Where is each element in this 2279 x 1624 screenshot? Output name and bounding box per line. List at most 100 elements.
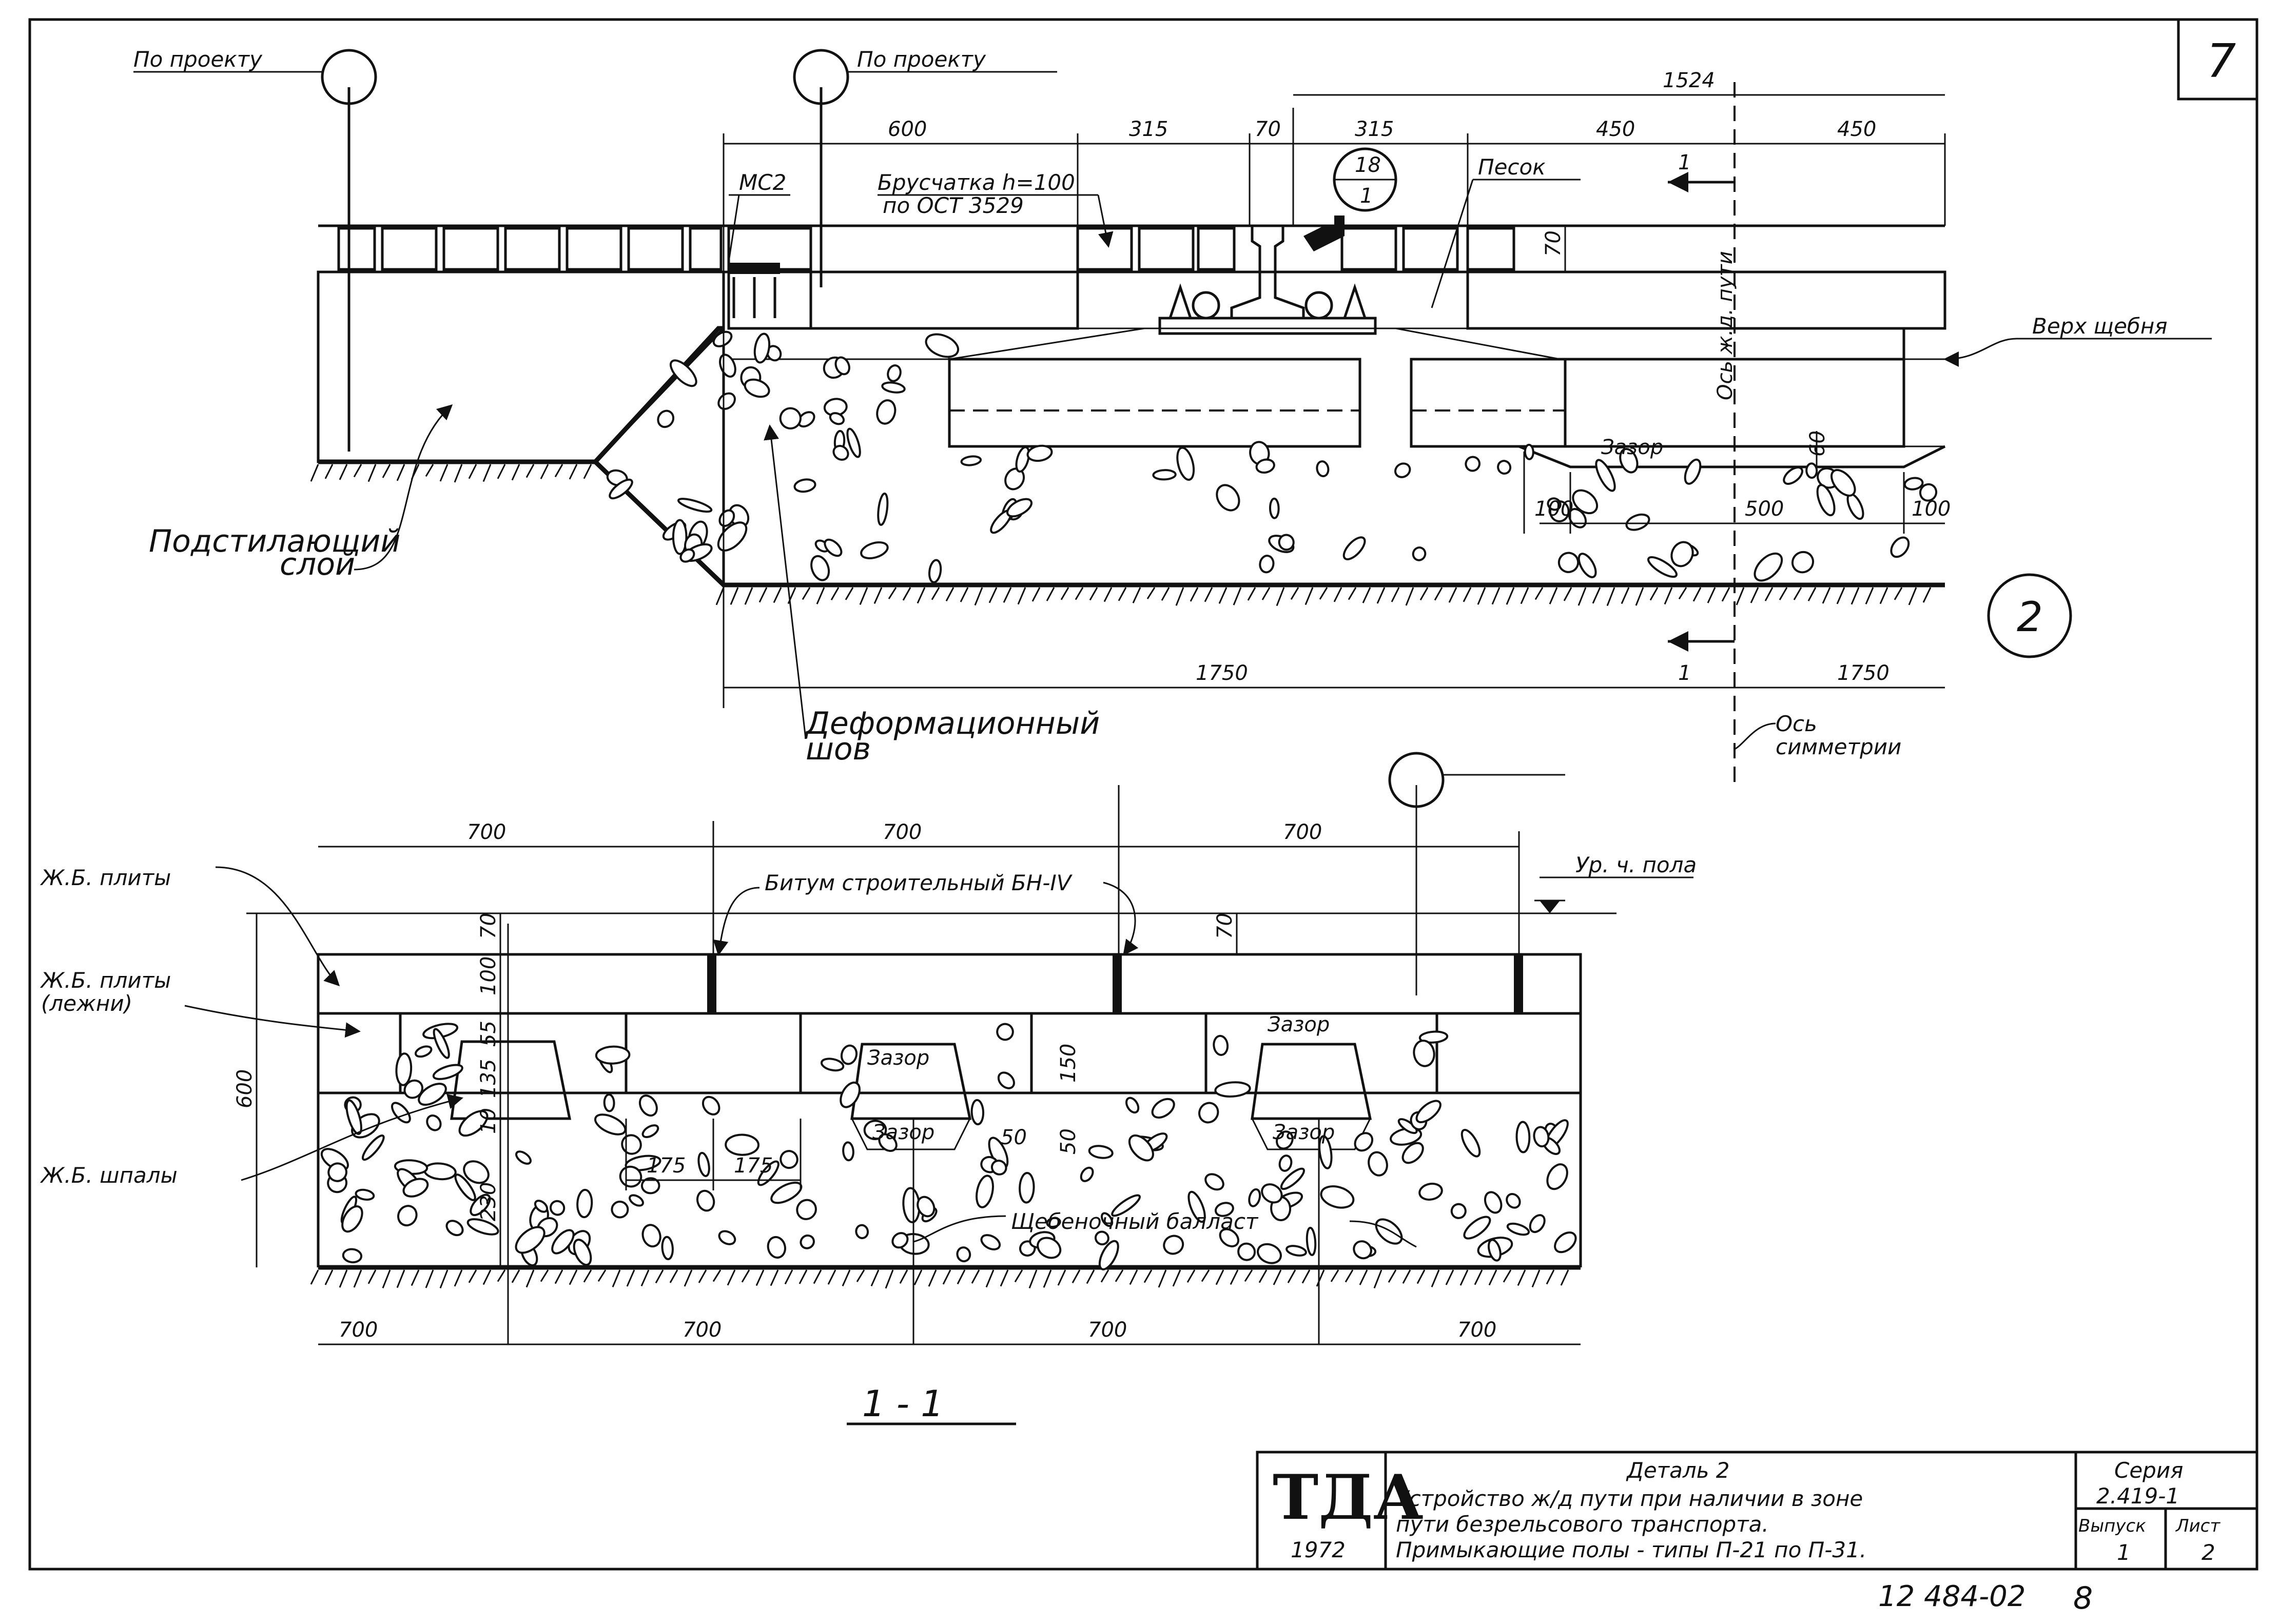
hatch-mark (842, 1269, 851, 1286)
hatch-mark (1793, 587, 1802, 600)
stone (576, 1188, 593, 1219)
stone (1546, 1163, 1568, 1190)
hatch-mark (1592, 587, 1601, 604)
hatch-mark (1244, 1269, 1253, 1282)
dim-bot-700-3: 700 (1088, 1318, 1127, 1342)
stone (1037, 1237, 1062, 1259)
hatch-mark (1103, 587, 1113, 602)
stone (1903, 477, 1924, 491)
hatch-mark (727, 1269, 736, 1286)
label-zazor-s1: Зазор (867, 1046, 929, 1070)
stone (454, 1173, 476, 1201)
dim-600: 600 (888, 118, 927, 141)
hatch-mark (1089, 587, 1098, 601)
stone (463, 1160, 490, 1184)
stone (1198, 1102, 1219, 1124)
dim-70a: 70 (1255, 118, 1281, 141)
hatch-mark (1359, 1269, 1368, 1285)
stone (697, 1151, 710, 1177)
hatch-mark (1233, 587, 1242, 605)
stone (1280, 1167, 1305, 1190)
series-value: 2.419-1 (2096, 1483, 2179, 1509)
hatch-mark (1072, 1269, 1081, 1283)
dim-70-right: 70 (1213, 913, 1237, 939)
hatch-mark (382, 464, 391, 478)
stone (824, 538, 843, 557)
hatch-mark (583, 1269, 592, 1283)
hatch-mark (1028, 1269, 1038, 1289)
hatch-mark (1376, 587, 1386, 604)
stone (1524, 443, 1534, 460)
hatch-mark (1057, 1269, 1066, 1286)
hatch-mark (1445, 1269, 1454, 1285)
hatch-mark (353, 464, 362, 478)
hatch-mark (1707, 587, 1716, 603)
label-zhb-shpaly: Ж.Б. шпалы (40, 1163, 178, 1188)
hatch-mark (554, 1269, 563, 1284)
hatch-mark (1261, 587, 1271, 600)
stone (1375, 1218, 1403, 1245)
stone (679, 548, 695, 563)
stone (661, 1236, 674, 1260)
dim-600: 600 (233, 1069, 257, 1108)
dim-70-left: 70 (477, 913, 500, 939)
stone (672, 519, 688, 555)
stone (1163, 1235, 1184, 1255)
hatch-mark (827, 1269, 836, 1285)
label-bitum: Битум строительный БН-IV (765, 870, 1073, 895)
stone (757, 1160, 780, 1186)
hatch-mark (873, 587, 883, 604)
stone (1595, 459, 1616, 492)
dim-315b: 315 (1355, 118, 1394, 141)
hatch-mark (802, 587, 811, 600)
hatch-mark (1764, 587, 1774, 601)
label-zazor-s3: Зазор (872, 1121, 934, 1144)
hatch-mark (367, 1269, 377, 1284)
hatch-mark (913, 1269, 923, 1285)
zazor-gap (1518, 445, 1946, 468)
dim-500: 500 (1745, 497, 1784, 521)
dim-1750a: 1750 (1196, 661, 1248, 685)
label-lezhni: (лежни) (41, 991, 132, 1016)
hatch-mark (856, 1269, 865, 1282)
stone (1101, 1212, 1114, 1227)
hatch-mark (525, 464, 535, 478)
hatch-mark (324, 464, 334, 479)
label-simm: симметрии (1776, 734, 1901, 759)
hatch-mark (1115, 1269, 1124, 1282)
sleeper-1 (450, 1040, 572, 1120)
hatch-mark (1276, 587, 1285, 606)
stone (832, 445, 849, 461)
hatch-mark (1161, 587, 1170, 601)
hatch-mark (1043, 1269, 1052, 1288)
stone (1306, 1226, 1317, 1256)
stone (1026, 444, 1053, 462)
stone (1278, 1155, 1293, 1172)
hatch-mark (917, 587, 926, 604)
stone (1397, 1118, 1418, 1134)
stone (855, 1224, 869, 1239)
stone (1214, 1202, 1234, 1217)
hatch-mark (960, 587, 969, 602)
stone (810, 555, 830, 581)
stone (1128, 1134, 1154, 1162)
stone (1219, 1228, 1239, 1247)
detail-marker-number: 2 (2017, 593, 2043, 641)
hatch-mark (511, 1269, 520, 1283)
stone (549, 1200, 566, 1216)
hatch-mark (888, 587, 897, 599)
issue-label: Выпуск (2078, 1516, 2146, 1536)
hatch-mark (1304, 587, 1314, 605)
elevation-marker-mid (793, 49, 849, 105)
hatch-mark (1290, 587, 1299, 600)
stone (1248, 1188, 1261, 1207)
hatch-mark (1273, 1269, 1282, 1285)
sheet-value: 2 (2202, 1540, 2215, 1565)
hatch-mark (425, 464, 434, 477)
hatch-mark (411, 1269, 420, 1286)
hatch-mark (1333, 587, 1342, 602)
hatch-mark (1172, 1269, 1181, 1287)
stone (534, 1200, 549, 1213)
stone (925, 333, 959, 358)
stamp-year: 1972 (1291, 1537, 1346, 1562)
